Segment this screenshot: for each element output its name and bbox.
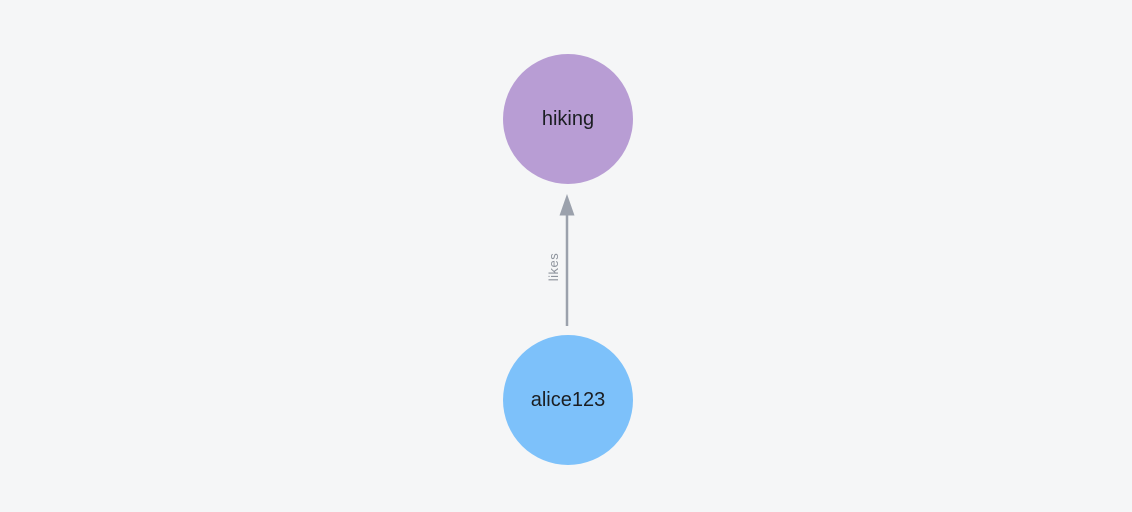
node-hiking[interactable]: hiking <box>503 54 633 184</box>
edge-label-likes: likes <box>546 252 561 282</box>
node-label-alice123: alice123 <box>530 388 606 411</box>
edge-likes-group[interactable] <box>559 194 575 326</box>
edge-arrowhead-icon <box>559 194 575 216</box>
node-alice123[interactable]: alice123 <box>503 335 633 465</box>
node-label-hiking: hiking <box>541 107 595 130</box>
